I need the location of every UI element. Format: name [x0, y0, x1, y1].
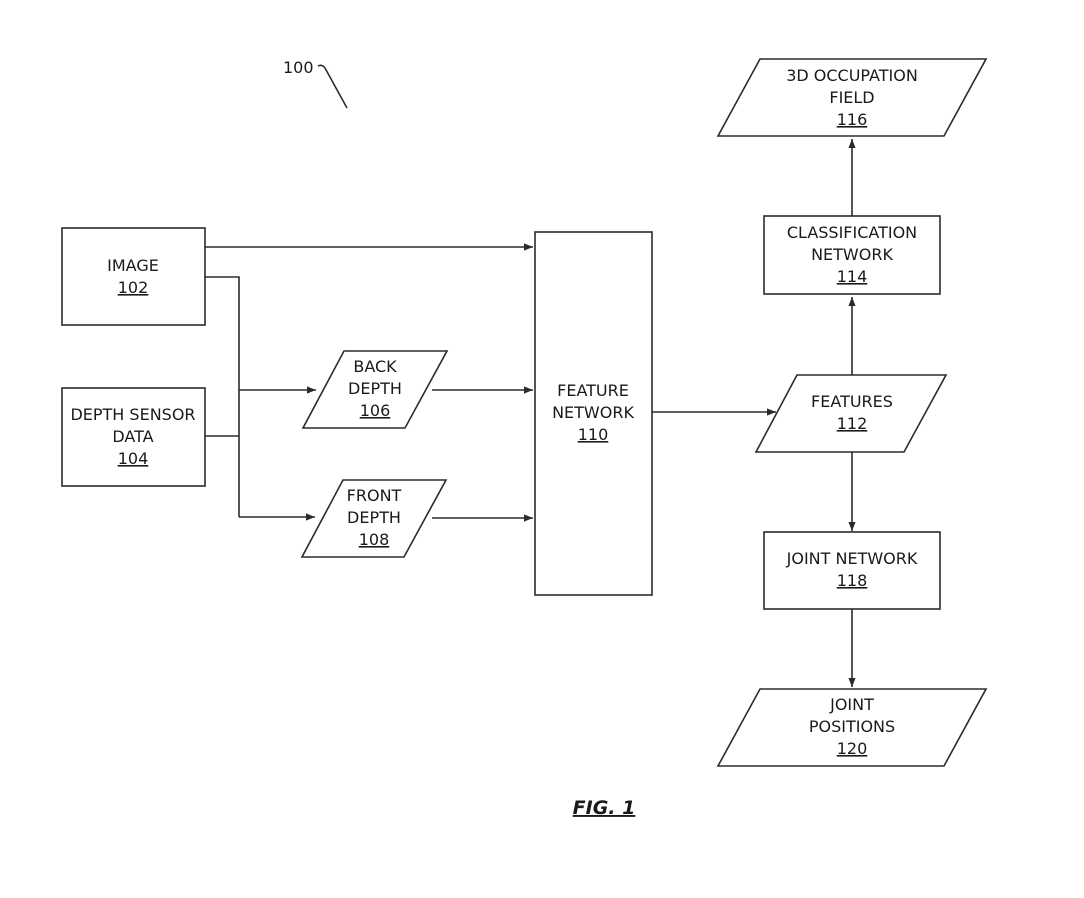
- node-joint-network-box: [763, 531, 941, 610]
- node-features-shape: [754, 374, 948, 453]
- node-image-box: [61, 227, 206, 326]
- diagram-reference-leader: [317, 64, 348, 109]
- node-feature-network-box: [534, 231, 653, 596]
- node-back-depth: BACK DEPTH 106: [301, 350, 449, 429]
- node-depth-sensor-data-box: [61, 387, 206, 487]
- node-joint-positions-label-line1: JOINT: [829, 695, 874, 714]
- node-features-ref: 112: [837, 414, 868, 433]
- node-feature-network-label-line1: FEATURE: [557, 381, 629, 400]
- diagram-reference-number: 100: [283, 58, 314, 77]
- node-front-depth-label-line2: DEPTH: [347, 508, 401, 527]
- node-classification-network-label-line2: NETWORK: [811, 245, 893, 264]
- node-occupation-field-label-line2: FIELD: [829, 88, 874, 107]
- node-depth-sensor-data: DEPTH SENSOR DATA 104: [61, 387, 206, 487]
- node-joint-network-ref: 118: [837, 571, 868, 590]
- node-occupation-field: 3D OCCUPATION FIELD 116: [716, 58, 988, 137]
- node-features-label: FEATURES: [811, 392, 893, 411]
- figure-label: FIG. 1: [573, 797, 636, 819]
- node-classification-network-box: [763, 215, 941, 295]
- node-occupation-field-ref: 116: [837, 110, 868, 129]
- node-classification-network: CLASSIFICATION NETWORK 114: [763, 215, 941, 295]
- node-front-depth-ref: 108: [359, 530, 390, 549]
- node-front-depth-label-line1: FRONT: [347, 486, 402, 505]
- node-classification-network-ref: 114: [837, 267, 868, 286]
- node-feature-network-ref: 110: [578, 425, 609, 444]
- node-depth-sensor-data-label-line1: DEPTH SENSOR: [70, 405, 195, 424]
- node-depth-sensor-data-label-line2: DATA: [112, 427, 153, 446]
- node-back-depth-ref: 106: [360, 401, 391, 420]
- edge-image-branch: [205, 276, 240, 390]
- node-back-depth-label-line2: DEPTH: [348, 379, 402, 398]
- node-features: FEATURES 112: [754, 374, 948, 453]
- node-feature-network: FEATURE NETWORK 110: [534, 231, 653, 596]
- node-back-depth-label-line1: BACK: [353, 357, 397, 376]
- node-occupation-field-shape: [716, 58, 988, 137]
- connectors: [205, 139, 856, 687]
- node-feature-network-label-line2: NETWORK: [552, 403, 634, 422]
- node-depth-sensor-data-ref: 104: [118, 449, 149, 468]
- node-occupation-field-label-line1: 3D OCCUPATION: [786, 66, 918, 85]
- node-front-depth-shape: [300, 479, 448, 558]
- node-image: IMAGE 102: [61, 227, 206, 326]
- node-classification-network-label-line1: CLASSIFICATION: [787, 223, 917, 242]
- node-joint-positions-label-line2: POSITIONS: [809, 717, 895, 736]
- node-joint-positions-ref: 120: [837, 739, 868, 758]
- diagram-reference: 100: [283, 58, 348, 109]
- node-joint-network-label: JOINT NETWORK: [786, 549, 918, 568]
- node-joint-positions-shape: [716, 688, 988, 767]
- node-image-ref: 102: [118, 278, 149, 297]
- node-joint-network: JOINT NETWORK 118: [763, 531, 941, 610]
- node-front-depth: FRONT DEPTH 108: [300, 479, 448, 558]
- node-joint-positions: JOINT POSITIONS 120: [716, 688, 988, 767]
- node-back-depth-shape: [301, 350, 449, 429]
- node-image-label: IMAGE: [107, 256, 159, 275]
